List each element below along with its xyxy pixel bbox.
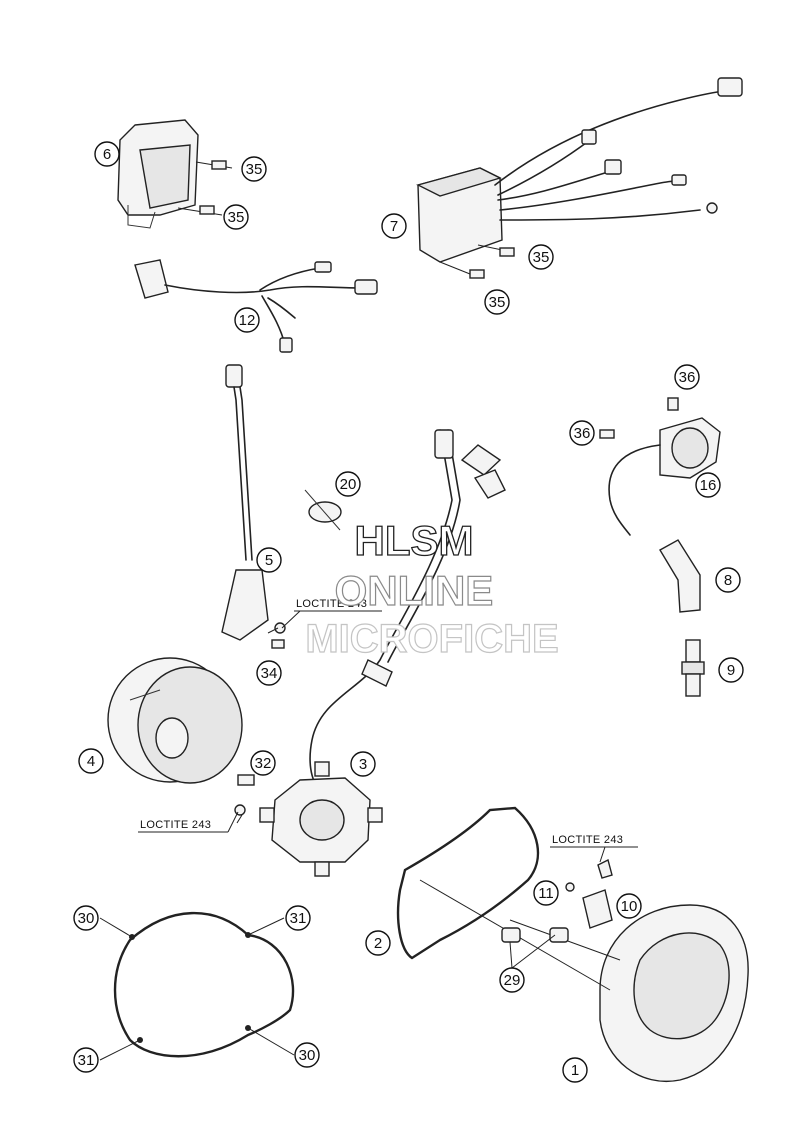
part-4-rotor bbox=[107, 657, 243, 784]
svg-text:2: 2 bbox=[374, 935, 382, 952]
part-7-control-unit bbox=[416, 77, 743, 279]
callout-1: 1 bbox=[562, 1057, 588, 1083]
loctite-note-a: LOCTITE 243 bbox=[296, 598, 367, 610]
svg-text:10: 10 bbox=[621, 898, 638, 915]
svg-text:4: 4 bbox=[87, 753, 95, 770]
callout-8: 8 bbox=[715, 567, 741, 593]
callout-20: 20 bbox=[335, 471, 361, 497]
svg-text:16: 16 bbox=[700, 477, 717, 494]
callout-30-b: 30 bbox=[294, 1042, 320, 1068]
svg-text:31: 31 bbox=[78, 1052, 95, 1069]
callout-32: 32 bbox=[250, 750, 276, 776]
svg-text:20: 20 bbox=[340, 476, 357, 493]
callout-35-c: 35 bbox=[528, 244, 554, 270]
part-5-pickup-sensor bbox=[221, 364, 269, 641]
callout-35-b: 35 bbox=[223, 204, 249, 230]
svg-text:35: 35 bbox=[246, 161, 263, 178]
callout-30-a: 30 bbox=[73, 905, 99, 931]
part-6-cdi-unit bbox=[117, 119, 233, 229]
svg-text:30: 30 bbox=[299, 1047, 316, 1064]
svg-text:36: 36 bbox=[679, 369, 696, 386]
callout-10: 10 bbox=[616, 893, 642, 919]
callout-3: 3 bbox=[350, 751, 376, 777]
callout-11: 11 bbox=[533, 880, 559, 906]
svg-text:3: 3 bbox=[359, 756, 367, 773]
loctite-note-c: LOCTITE 243 bbox=[552, 834, 623, 846]
callout-35-d: 35 bbox=[484, 289, 510, 315]
bolts-32-34 bbox=[234, 622, 286, 816]
svg-text:34: 34 bbox=[261, 665, 278, 682]
svg-text:30: 30 bbox=[78, 910, 95, 927]
svg-text:35: 35 bbox=[228, 209, 245, 226]
svg-text:12: 12 bbox=[239, 312, 256, 329]
loctite-notes: LOCTITE 243 LOCTITE 243 LOCTITE 243 bbox=[138, 598, 638, 863]
callout-6: 6 bbox=[94, 141, 120, 167]
callout-12: 12 bbox=[234, 307, 260, 333]
callout-4: 4 bbox=[78, 748, 104, 774]
svg-text:36: 36 bbox=[574, 425, 591, 442]
svg-text:6: 6 bbox=[103, 146, 111, 163]
callout-36-b: 36 bbox=[569, 420, 595, 446]
callout-31-a: 31 bbox=[285, 905, 311, 931]
part-30-31-gasket bbox=[113, 911, 295, 1058]
watermark-line-3: MICROFICHE bbox=[305, 617, 558, 661]
loctite-note-b: LOCTITE 243 bbox=[140, 819, 211, 831]
part-2-gasket bbox=[396, 806, 540, 960]
part-12-wiring-loom bbox=[134, 259, 378, 353]
part-16-ignition-coil bbox=[599, 397, 721, 536]
svg-text:1: 1 bbox=[571, 1062, 579, 1079]
callout-29: 29 bbox=[499, 967, 525, 993]
svg-text:32: 32 bbox=[255, 755, 272, 772]
callout-31-b: 31 bbox=[73, 1047, 99, 1073]
svg-text:5: 5 bbox=[265, 552, 273, 569]
svg-text:11: 11 bbox=[538, 885, 554, 902]
callout-34: 34 bbox=[256, 660, 282, 686]
svg-text:9: 9 bbox=[727, 662, 735, 679]
callout-36-a: 36 bbox=[674, 364, 700, 390]
part-20-cable-tie bbox=[304, 489, 342, 531]
small-parts-10-11-29 bbox=[501, 858, 613, 943]
part-3-stator bbox=[259, 429, 506, 877]
callout-5: 5 bbox=[256, 547, 282, 573]
callout-9: 9 bbox=[718, 657, 744, 683]
watermark: HLSM ONLINE MICROFICHE bbox=[305, 516, 560, 661]
svg-text:8: 8 bbox=[724, 572, 732, 589]
part-8-spark-plug-connector bbox=[659, 539, 701, 613]
callout-16: 16 bbox=[695, 472, 721, 498]
callout-leaders bbox=[99, 627, 556, 1061]
callout-7: 7 bbox=[381, 213, 407, 239]
svg-text:35: 35 bbox=[489, 294, 506, 311]
callout-2: 2 bbox=[365, 930, 391, 956]
watermark-line-1: HLSM bbox=[355, 517, 474, 564]
svg-text:29: 29 bbox=[504, 972, 521, 989]
watermark-line-2: ONLINE bbox=[335, 567, 494, 614]
callout-35-a: 35 bbox=[241, 156, 267, 182]
svg-text:7: 7 bbox=[390, 218, 398, 235]
part-1-ignition-cover bbox=[419, 879, 749, 1082]
svg-text:31: 31 bbox=[290, 910, 307, 927]
svg-text:35: 35 bbox=[533, 249, 550, 266]
part-9-spark-plug bbox=[681, 639, 705, 697]
